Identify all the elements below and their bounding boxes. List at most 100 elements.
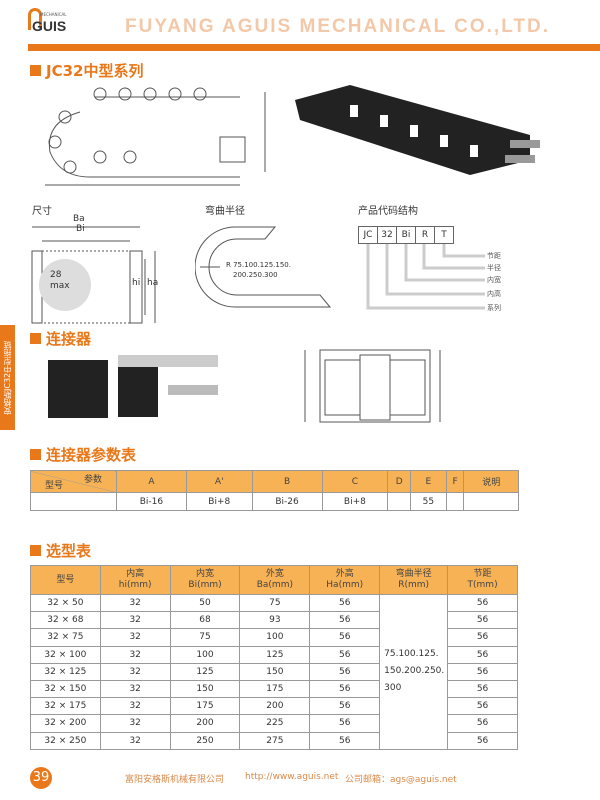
- table-cell: 32 × 175: [30, 697, 101, 716]
- table-cell: 200: [239, 697, 311, 716]
- section-title: 连接器: [46, 330, 92, 348]
- table-cell: 32: [99, 714, 171, 733]
- code-label-width: 内宽: [487, 276, 501, 284]
- section-title: 连接器参数表: [46, 446, 137, 464]
- code-series: JC: [358, 226, 378, 244]
- table-cell: 250: [169, 731, 241, 750]
- table-cell: 68: [169, 611, 241, 630]
- table-cell: 56: [447, 662, 518, 681]
- table-cell: 175: [239, 679, 311, 699]
- company-name: FUYANG AGUIS MECHANICAL CO.,LTD.: [125, 16, 551, 37]
- table-cell: 32: [99, 645, 171, 664]
- table-cell: 56: [309, 593, 381, 613]
- radius-line: 300: [384, 683, 402, 694]
- side-tab: 安格斯JC32中型拖链: [0, 325, 15, 430]
- table-cell: 150: [239, 662, 311, 681]
- table-cell: 125: [239, 645, 311, 664]
- header-unit: hi(mm): [118, 580, 152, 590]
- bullet-icon: [30, 65, 41, 76]
- table-cell: 50: [169, 593, 241, 613]
- footer-email[interactable]: 公司邮箱：ags@aguis.net: [345, 775, 457, 785]
- table-cell: Bi-26: [251, 492, 323, 511]
- code-lines: [366, 244, 485, 310]
- radius-values-2: 200.250.300: [233, 271, 278, 279]
- code-structure-label: 产品代码结构: [358, 206, 418, 217]
- code-label-radius: 半径: [487, 264, 501, 272]
- code-radius: R: [415, 226, 435, 244]
- bullet-icon: [30, 449, 41, 460]
- bullet-icon: [30, 545, 41, 556]
- table-cell: 56: [447, 611, 518, 630]
- table-cell: [387, 492, 412, 511]
- bend-radius-label: 弯曲半径: [205, 206, 245, 217]
- section-connector-params: 连接器参数表: [30, 444, 136, 465]
- header-title: 内宽: [196, 569, 215, 579]
- table-cell: 56: [447, 731, 518, 750]
- code-height: 32: [377, 226, 397, 244]
- table-cell: 275: [239, 731, 311, 750]
- table-cell: 56: [447, 628, 518, 647]
- table-cell: 56: [447, 679, 518, 699]
- header-bar: [28, 44, 600, 51]
- column-header: 说明: [463, 470, 519, 493]
- table-cell: 175: [169, 697, 241, 716]
- table-cell: 125: [169, 662, 241, 681]
- table-cell: 56: [309, 611, 381, 630]
- table-cell: 56: [309, 628, 381, 647]
- hi-label: hi: [132, 278, 141, 288]
- section-title: JC32中型系列: [46, 62, 144, 80]
- max-value: 28: [50, 270, 62, 280]
- table-cell: 56: [309, 697, 381, 716]
- page-number: 39: [30, 767, 52, 789]
- table-cell: [445, 492, 465, 511]
- table-cell: 56: [447, 645, 518, 664]
- table-cell: Bi+8: [185, 492, 253, 511]
- code-width: Bi: [396, 226, 416, 244]
- table-cell: [463, 492, 519, 511]
- code-label-height: 内高: [487, 290, 501, 298]
- table-cell: 32 × 200: [30, 714, 101, 733]
- table-cell: Bi+8: [321, 492, 389, 511]
- table-cell: 56: [309, 679, 381, 699]
- section-connector: 连接器: [30, 328, 91, 349]
- section-selection: 选型表: [30, 540, 91, 561]
- section-title: 选型表: [46, 542, 92, 560]
- table-cell: 56: [447, 714, 518, 733]
- table-cell: 32: [99, 611, 171, 630]
- table-cell: 32: [99, 731, 171, 750]
- radius-cell: 75.100.125.150.200.250.300: [379, 594, 449, 750]
- code-pitch: T: [434, 226, 454, 244]
- chain-side-drawing: [45, 87, 266, 186]
- table-cell: 32 × 75: [30, 628, 101, 647]
- table-cell: 32 × 150: [30, 679, 101, 699]
- column-header: B: [251, 470, 323, 493]
- code-label-pitch: 节距: [487, 252, 501, 260]
- table-cell: 100: [169, 645, 241, 664]
- header-unit: R(mm): [398, 580, 430, 590]
- footer-url[interactable]: http://www.aguis.net: [245, 772, 339, 782]
- radius-line: 75.100.125.: [384, 649, 439, 660]
- column-header: A': [185, 470, 253, 493]
- radius-values: R 75.100.125.150.: [226, 261, 291, 269]
- section-series: JC32中型系列: [30, 60, 143, 81]
- size-drawing: [31, 226, 156, 324]
- corner-top: 参数: [83, 475, 102, 485]
- header-title: 外高: [335, 569, 354, 579]
- footer-company: 富阳安格斯机械有限公司: [125, 775, 225, 785]
- table-cell: 75: [239, 593, 311, 613]
- table-cell: 75: [169, 628, 241, 647]
- table-cell: 32 × 250: [30, 731, 101, 750]
- table-cell: 32: [99, 628, 171, 647]
- chain-3d-image: [295, 85, 540, 175]
- table-cell: 55: [410, 492, 447, 511]
